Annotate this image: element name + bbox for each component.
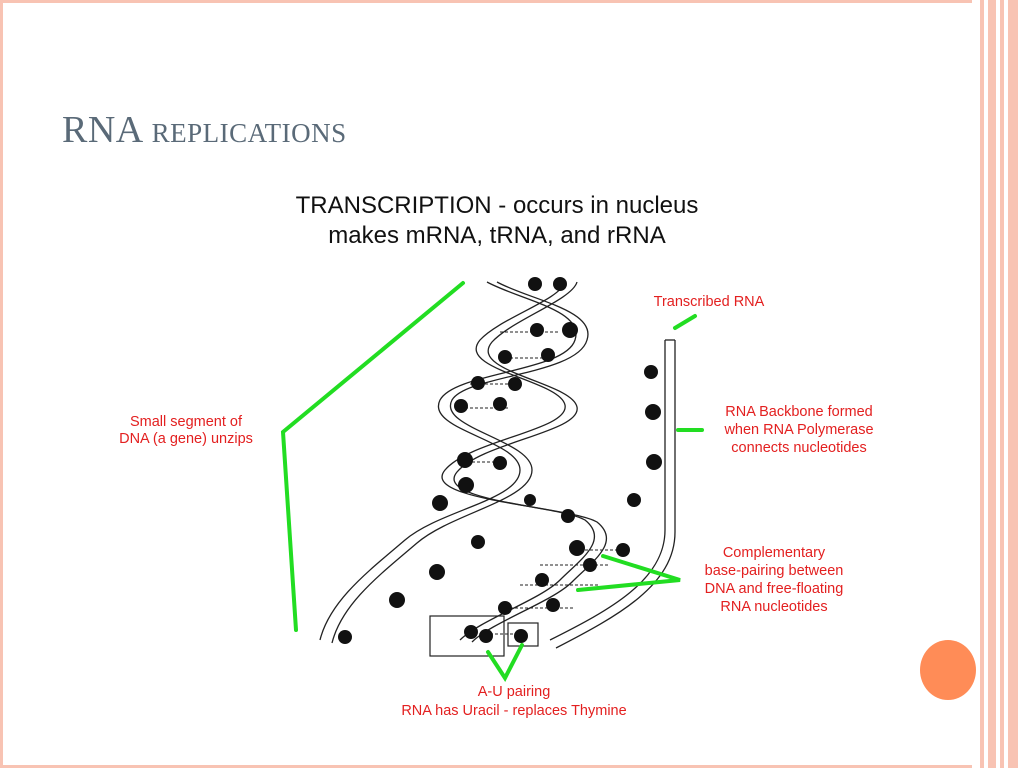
label-complementary-line4: RNA nucleotides xyxy=(720,599,827,615)
label-complementary-line1: Complementary xyxy=(723,545,826,561)
label-backbone-line3: connects nucleotides xyxy=(731,440,866,456)
right-stripes xyxy=(972,0,1024,768)
label-backbone-line2: when RNA Polymerase xyxy=(723,422,873,438)
label-complementary-line3: DNA and free-floating xyxy=(705,581,844,597)
pointer-lines xyxy=(280,281,704,682)
label-au-pairing-line2: RNA has Uracil - replaces Thymine xyxy=(401,703,626,719)
frame-top xyxy=(0,0,1024,3)
frame-left xyxy=(0,0,3,768)
label-au-pairing-line1: A-U pairing xyxy=(478,684,551,700)
label-small-segment-line1: Small segment of xyxy=(130,414,243,430)
diagram-heading-line2: makes mRNA, tRNA, and rRNA xyxy=(328,222,665,249)
au-pair-box-1 xyxy=(429,615,505,657)
accent-circle xyxy=(920,640,976,700)
label-backbone-line1: RNA Backbone formed xyxy=(725,404,873,420)
frame-bottom xyxy=(0,765,1024,768)
slide-title: RNA replications xyxy=(62,109,347,151)
label-complementary-line2: base-pairing between xyxy=(705,563,844,579)
label-small-segment-line2: DNA (a gene) unzips xyxy=(119,431,253,447)
diagram-heading-line1: TRANSCRIPTION - occurs in nucleus xyxy=(296,192,699,219)
nucleotides xyxy=(338,277,662,644)
label-transcribed-rna: Transcribed RNA xyxy=(654,294,765,310)
